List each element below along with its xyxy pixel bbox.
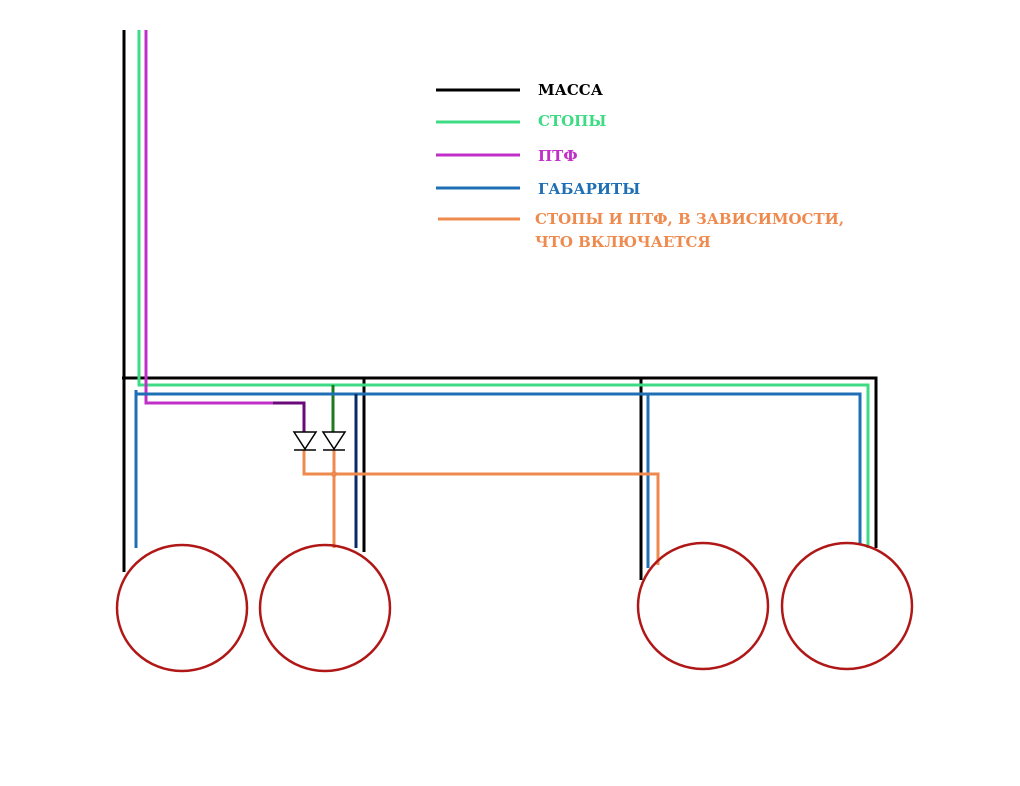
wires (122, 30, 878, 580)
diode-ptf (292, 431, 318, 451)
wire-combined-left (302, 450, 336, 548)
legend-label-ptf: ПТФ (538, 147, 578, 165)
legend-label-massa: МАССА (538, 81, 604, 99)
legend-label-gabarity: ГАБАРИТЫ (538, 180, 640, 198)
diode-ptf-triangle (292, 431, 318, 451)
wire-combined-bus (334, 472, 660, 565)
legend-label-combined-line1: СТОПЫ И ПТФ, В ЗАВИСИМОСТИ, (535, 210, 844, 228)
wire-massa-top-bus (122, 376, 878, 548)
diode-stopy-triangle (321, 431, 347, 451)
lamp-right-outer (780, 541, 914, 671)
diode-stopy (321, 431, 347, 451)
lamps (115, 541, 914, 673)
wire-stopy-feed (137, 30, 870, 548)
wire-ptf-branch (273, 401, 306, 432)
junction-dot (331, 471, 337, 477)
legend-label-stopy: СТОПЫ (538, 112, 606, 130)
lamp-right-inner (636, 541, 770, 671)
wire-gabarity-bus (136, 392, 862, 544)
diodes (292, 431, 347, 451)
legend-label-combined-line2: ЧТО ВКЛЮЧАЕТСЯ (535, 233, 711, 251)
lamp-left-inner (258, 543, 392, 673)
wire-ptf-feed (144, 30, 273, 405)
lamp-left-outer (115, 543, 249, 673)
legend: МАССА СТОПЫ ПТФ ГАБАРИТЫ СТОПЫ И ПТФ, В … (436, 81, 844, 251)
